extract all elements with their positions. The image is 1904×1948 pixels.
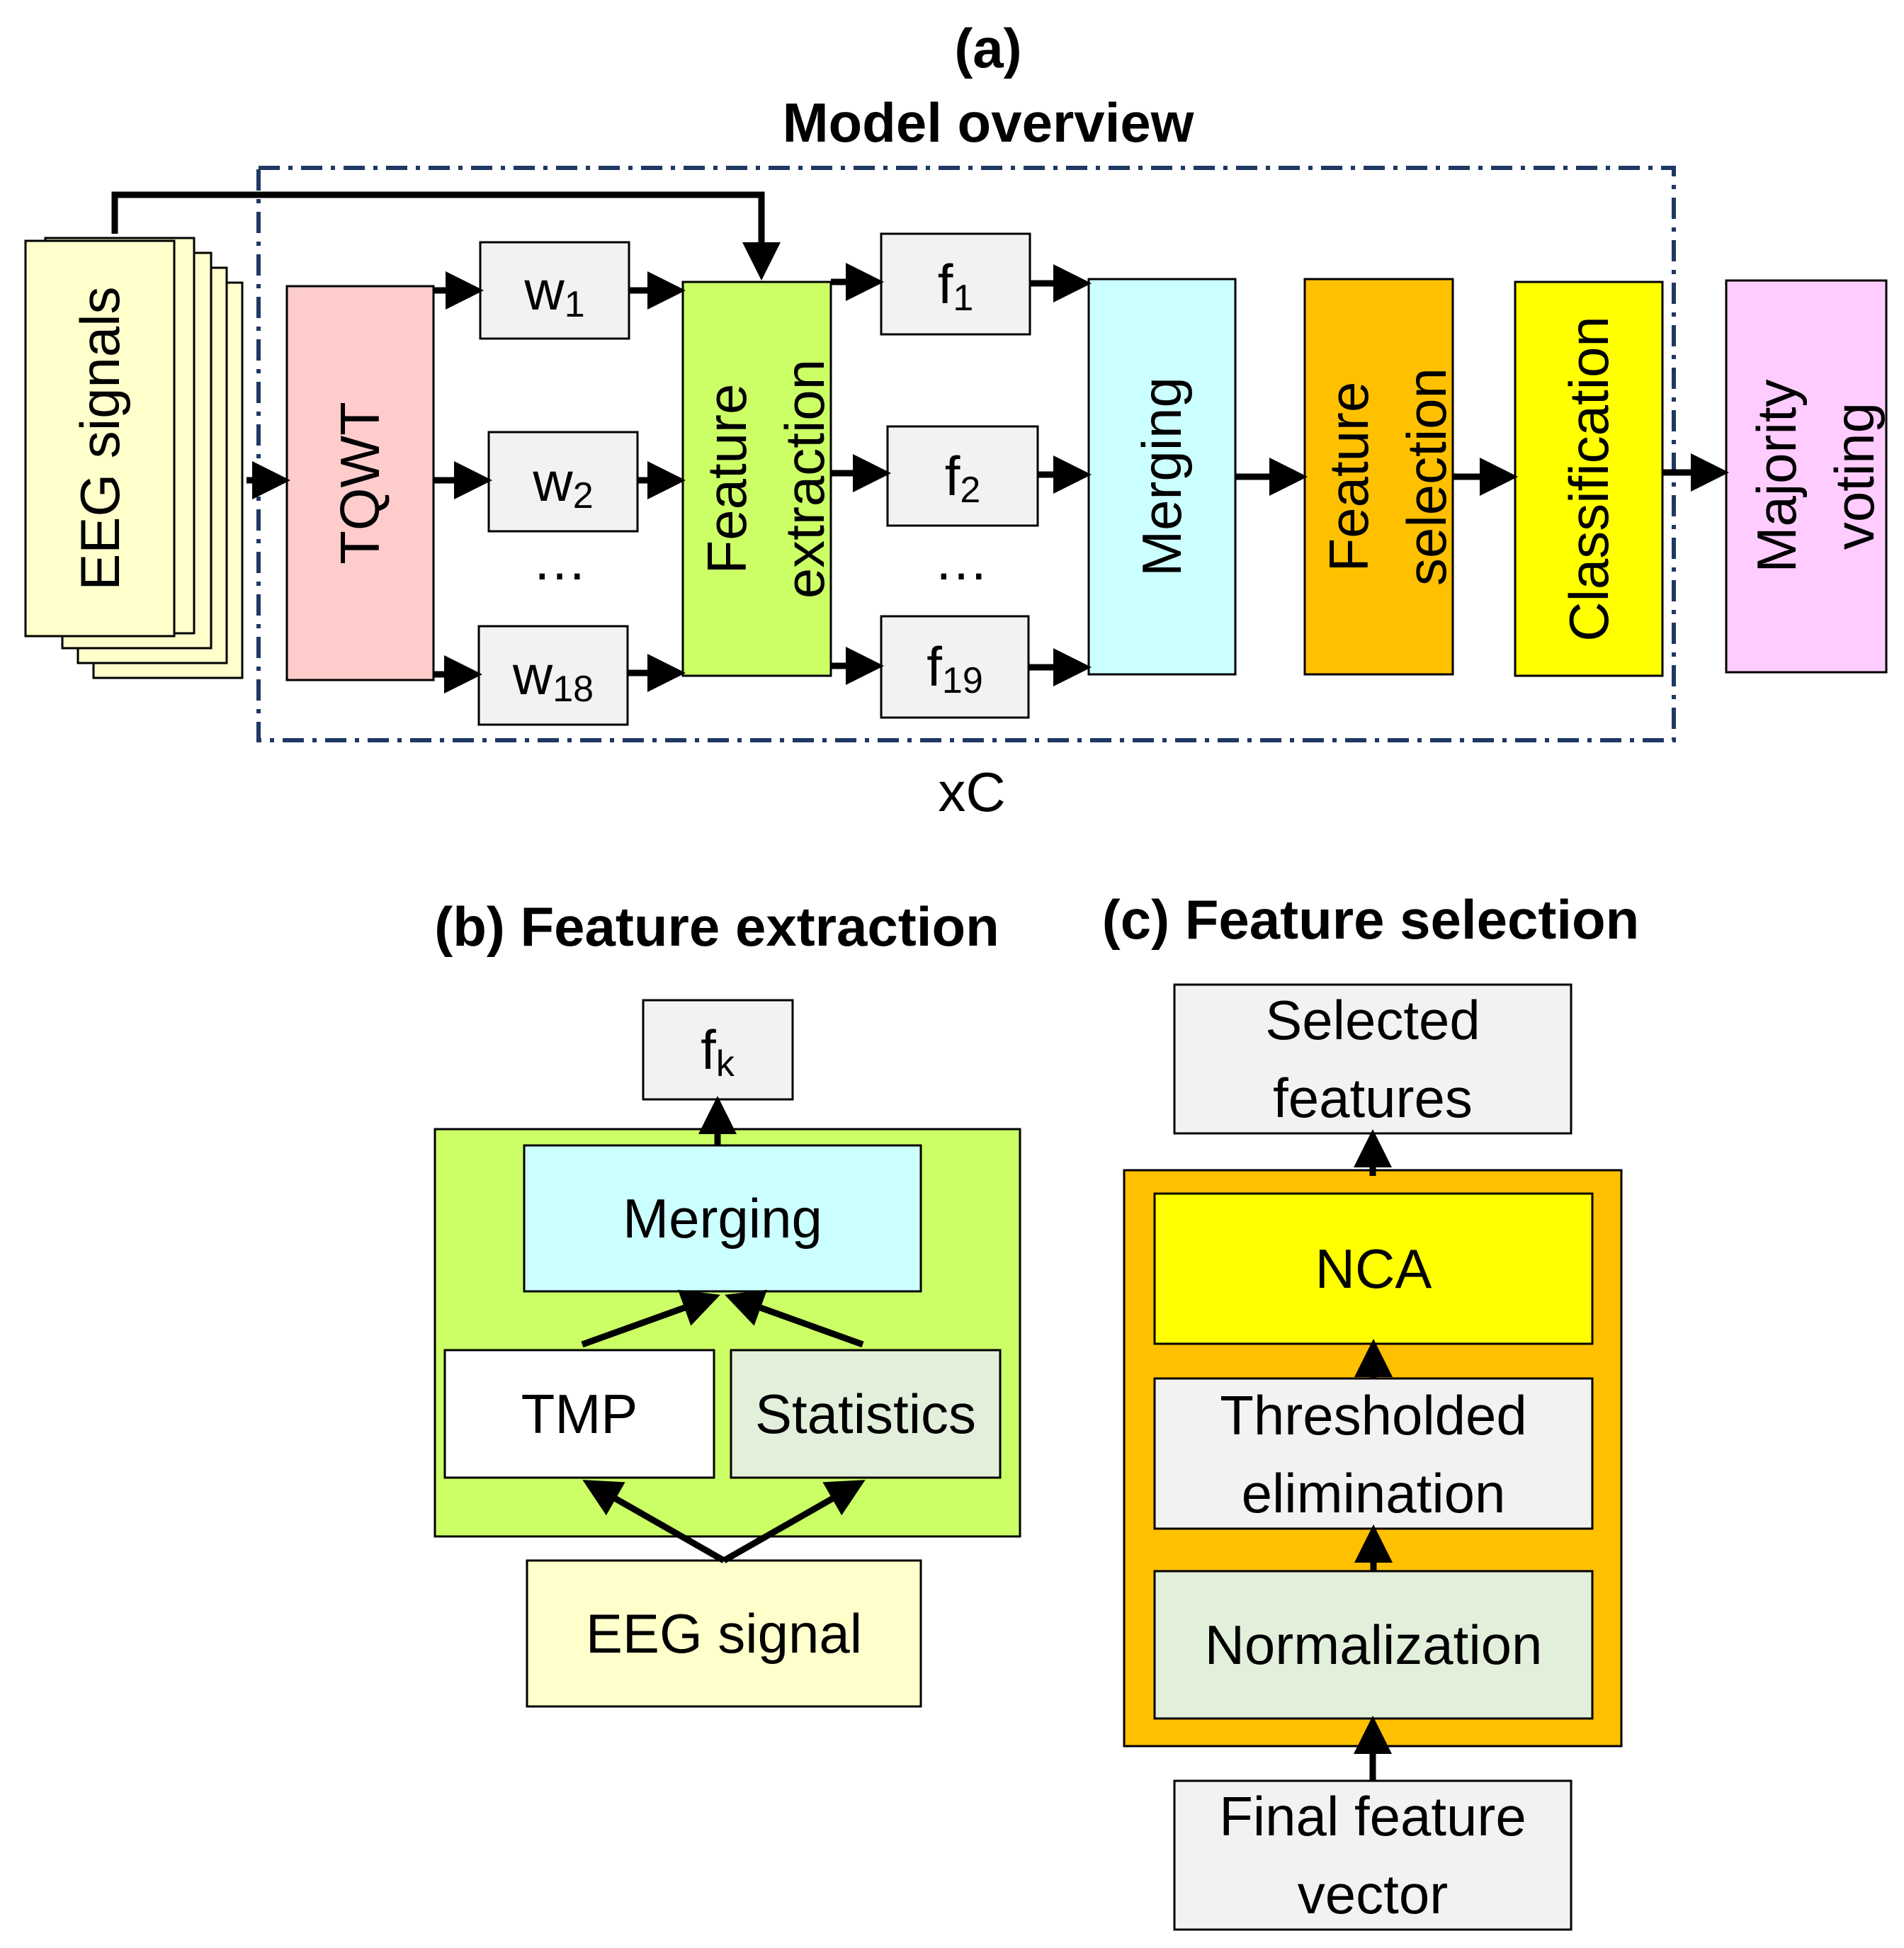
- thresholded-elimination-line1: Thresholded: [1220, 1384, 1527, 1446]
- nca-label: NCA: [1315, 1238, 1432, 1300]
- panel-a-title: Model overview: [783, 91, 1194, 154]
- w2-symbol: w: [532, 451, 573, 513]
- fk-symbol: f: [701, 1019, 716, 1081]
- statistics-box: [730, 1349, 1002, 1479]
- w18-subscript: 18: [552, 669, 594, 710]
- classification-label: Classification: [1558, 316, 1620, 642]
- eeg-signal-to-tmp-arrow: [582, 1480, 726, 1563]
- f1-label: f1: [938, 253, 974, 319]
- classification-box: [1514, 281, 1664, 677]
- repeat-count-label: xC: [938, 761, 1005, 823]
- eeg-to-feature-extraction-arrow: [111, 191, 781, 281]
- majority-voting-line2: voting: [1823, 402, 1886, 550]
- eeg-signal-input-box: [526, 1559, 922, 1708]
- majority-voting-box: [1725, 279, 1888, 674]
- panel-c-title: (c) Feature selection: [1102, 888, 1640, 951]
- merging-label: Merging: [1130, 377, 1193, 577]
- w18-box: [477, 625, 629, 726]
- final-feature-vector-line2: vector: [1298, 1863, 1448, 1925]
- feature-extraction-line2: extraction: [774, 359, 836, 599]
- selected-features-line2: features: [1273, 1067, 1473, 1129]
- selected-features-label: Selected features: [1265, 989, 1480, 1129]
- feature-extraction-line1: Feature: [696, 384, 758, 574]
- w1-label: w1: [523, 259, 584, 325]
- statistics-to-merging-arrow: [725, 1289, 864, 1348]
- thresholded-elimination-line2: elimination: [1242, 1462, 1506, 1524]
- tmp-label: TMP: [521, 1383, 638, 1445]
- thresholded-elimination-label: Thresholded elimination: [1220, 1384, 1527, 1524]
- feature-selection-line2: selection: [1395, 368, 1458, 586]
- f1-box: [880, 232, 1031, 336]
- f2-symbol: f: [945, 445, 960, 507]
- selected-features-box: [1173, 983, 1572, 1135]
- w2-label: w2: [532, 451, 593, 516]
- feature-extraction-label: Feature extraction: [696, 359, 836, 599]
- panel-b-title: (b) Feature extraction: [434, 895, 999, 958]
- tqwt-label: TQWT: [329, 402, 391, 565]
- eeg-signals-stack: EEG signals: [24, 237, 244, 679]
- f2-subscript: 2: [960, 470, 980, 511]
- w1-subscript: 1: [565, 284, 585, 325]
- fk-subscript: k: [716, 1043, 735, 1085]
- fe-merging-label: Merging: [623, 1187, 822, 1250]
- f19-box: [880, 615, 1030, 719]
- nca-box: [1153, 1192, 1594, 1345]
- merging-box: [1087, 278, 1237, 676]
- fk-label: fk: [701, 1019, 735, 1085]
- normalization-label: Normalization: [1205, 1614, 1543, 1676]
- w18-label: w18: [512, 644, 594, 710]
- fe-merging-box: [523, 1144, 922, 1293]
- eeg-signal-to-statistics-arrow: [722, 1480, 866, 1563]
- w-ellipsis: …: [532, 529, 587, 591]
- f2-label: f2: [945, 445, 981, 511]
- repeat-region-border: [256, 166, 1676, 742]
- majority-voting-line1: Majority: [1745, 379, 1808, 572]
- statistics-label: Statistics: [755, 1383, 976, 1445]
- eeg-signals-label: EEG signals: [69, 286, 131, 590]
- selected-features-line1: Selected: [1265, 989, 1480, 1051]
- f-ellipsis: …: [934, 529, 989, 591]
- final-feature-vector-label: Final feature vector: [1219, 1785, 1526, 1925]
- f1-symbol: f: [938, 253, 953, 315]
- tqwt-box: [285, 285, 435, 681]
- eeg-signals-box: [24, 239, 176, 638]
- panel-a-label: (a): [954, 17, 1021, 79]
- normalization-box: [1153, 1570, 1594, 1720]
- feature-extraction-box: [681, 281, 832, 677]
- feature-selection-line1: Feature: [1318, 382, 1380, 572]
- final-feature-vector-line1: Final feature: [1219, 1785, 1526, 1847]
- f19-subscript: 19: [942, 660, 983, 701]
- w18-symbol: w: [512, 644, 553, 706]
- tmp-to-merging-arrow: [581, 1289, 720, 1348]
- thresholded-elimination-box: [1153, 1377, 1594, 1530]
- eeg-signal-input-label: EEG signal: [586, 1602, 862, 1665]
- f19-label: f19: [926, 635, 983, 701]
- w2-subscript: 2: [573, 475, 594, 516]
- f19-symbol: f: [926, 635, 942, 698]
- w1-symbol: w: [523, 259, 565, 322]
- f1-subscript: 1: [953, 278, 973, 319]
- tmp-box: [443, 1349, 715, 1479]
- f2-box: [886, 425, 1039, 527]
